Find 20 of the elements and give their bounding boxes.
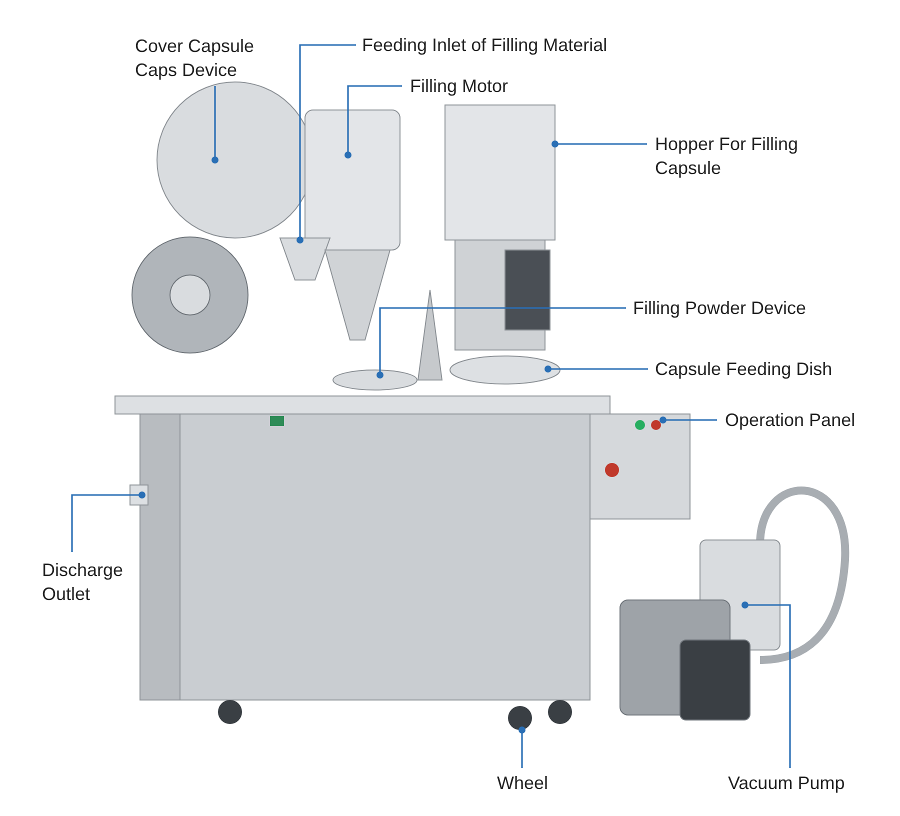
callout-label: Feeding Inlet of Filling Material bbox=[362, 33, 608, 57]
leader-line bbox=[212, 86, 218, 164]
leader-line bbox=[376, 307, 626, 378]
callout-label: Filling Powder Device bbox=[633, 296, 806, 320]
leader-line bbox=[552, 140, 647, 148]
callout-label: Operation Panel bbox=[725, 408, 856, 432]
leader-line bbox=[344, 85, 402, 158]
leader-line bbox=[660, 416, 717, 424]
callout-label: Wheel bbox=[497, 771, 548, 795]
callout-label: Filling Motor bbox=[410, 74, 508, 98]
leader-line bbox=[742, 602, 791, 768]
callout-label: Cover Capsule Caps Device bbox=[135, 34, 275, 82]
callout-label: Vacuum Pump bbox=[728, 771, 845, 795]
callout-label: Hopper For Filling Capsule bbox=[655, 132, 815, 180]
leader-line bbox=[71, 492, 146, 552]
callout-label: Discharge Outlet bbox=[42, 558, 152, 606]
leader-line bbox=[296, 44, 356, 244]
leader-line bbox=[544, 366, 648, 372]
leader-line bbox=[518, 726, 526, 768]
callout-label: Capsule Feeding Dish bbox=[655, 357, 832, 381]
